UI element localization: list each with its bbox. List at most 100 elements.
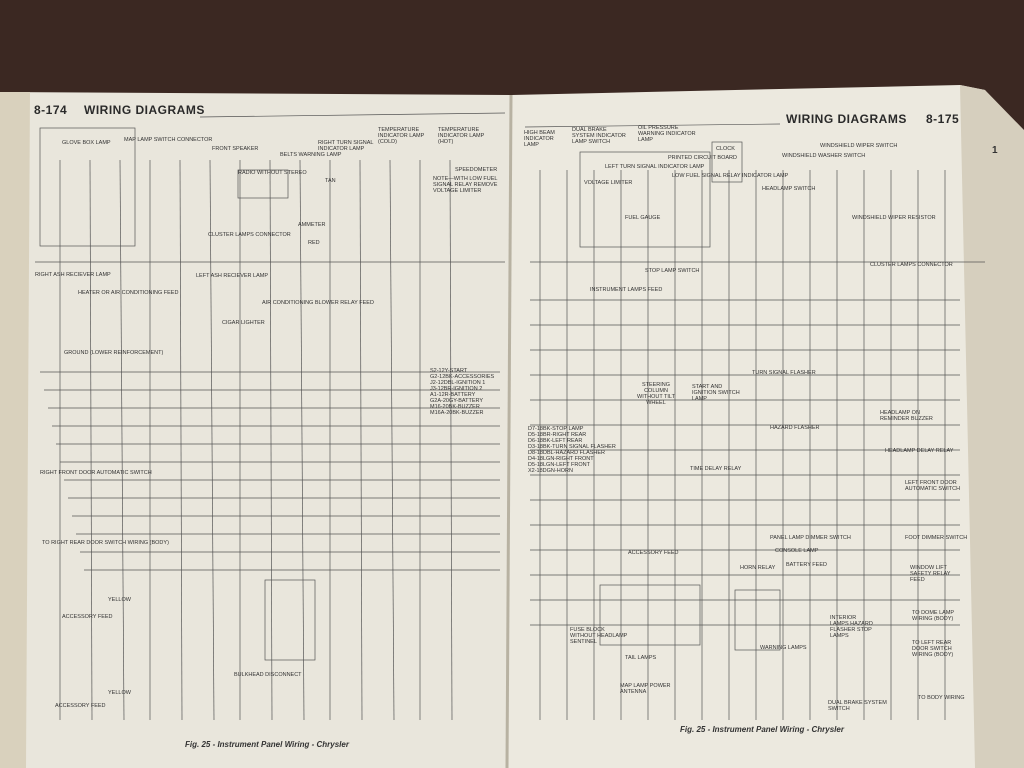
label-red: RED [308, 240, 320, 246]
wire-label: G2-12BK-ACCESSORIES [430, 374, 495, 380]
label-ammeter: AMMETER [298, 222, 326, 228]
wire-label: D4-18LGN-RIGHT FRONT [528, 456, 594, 462]
label-hazard-flasher: HAZARD FLASHER [770, 425, 820, 431]
wire-label: J3-12BR-IGNITION 2 [430, 386, 483, 392]
label-map-lamp-antenna: MAP LAMP POWER ANTENNA [620, 683, 671, 695]
label-headlamp-switch: HEADLAMP SWITCH [762, 186, 816, 192]
label-belts-warning: BELTS WARNING LAMP [280, 152, 342, 158]
label-left-front-door: LEFT FRONT DOOR AUTOMATIC SWITCH [905, 480, 961, 492]
left-page-edge [0, 92, 30, 768]
component-box [264, 579, 316, 661]
wire-label: J2-12DBL-IGNITION 1 [430, 380, 486, 386]
label-warning-lamps: WARNING LAMPS [760, 645, 807, 651]
label-speedometer: SPEEDOMETER [455, 167, 498, 173]
label-ignition-switch-lamp: START AND IGNITION SWITCH LAMP [692, 384, 740, 402]
wire [449, 159, 453, 721]
label-glove-box-lamp: GLOVE BOX LAMP [62, 140, 111, 146]
wire-label: D5-18BR-RIGHT REAR [528, 432, 587, 438]
component-box [711, 141, 743, 183]
label-heater-feed: HEATER OR AIR CONDITIONING FEED [78, 290, 179, 296]
label-dual-brake: DUAL BRAKE SYSTEM INDICATOR LAMP SWITCH [572, 127, 626, 145]
right-page [508, 85, 1024, 768]
label-ground: GROUND (LOWER REINFORCEMENT) [64, 350, 164, 356]
left-page [0, 92, 512, 768]
label-instrument-lamps-feed: INSTRUMENT LAMPS FEED [590, 287, 663, 293]
label-clock: CLOCK [716, 146, 735, 152]
label-cluster-connector-right: CLUSTER LAMPS CONNECTOR [870, 262, 953, 268]
label-tan: TAN [325, 178, 336, 184]
wire-label: X2-18DGN-HORN [528, 468, 573, 474]
label-bulkhead: BULKHEAD DISCONNECT [234, 672, 302, 678]
wire [199, 112, 506, 118]
component-box [599, 584, 701, 646]
label-pcb: PRINTED CIRCUIT BOARD [668, 155, 737, 161]
label-turn-flasher: TURN SIGNAL FLASHER [752, 370, 816, 376]
label-foot-dimmer: FOOT DIMMER SWITCH [905, 535, 968, 541]
wire-label: A1-12R-BATTERY [430, 392, 476, 398]
label-left-turn-indicator: LEFT TURN SIGNAL INDICATOR LAMP [605, 164, 705, 170]
label-dual-brake-switch: DUAL BRAKE SYSTEM SWITCH [828, 700, 887, 712]
label-battery-feed: BATTERY FEED [786, 562, 827, 568]
wire-label: D3-18BK-TURN SIGNAL FLASHER [528, 444, 616, 450]
label-temp-cold: TEMPERATURE INDICATOR LAMP (COLD) [378, 127, 425, 145]
label-accessory-feed-2: ACCESSORY FEED [55, 703, 106, 709]
right-section-title: WIRING DIAGRAMS [786, 112, 907, 126]
label-right-front-door: RIGHT FRONT DOOR AUTOMATIC SWITCH [40, 470, 152, 476]
wire [209, 159, 215, 721]
label-temp-hot: TEMPERATURE INDICATOR LAMP (HOT) [438, 127, 485, 145]
wire [299, 159, 305, 721]
label-time-delay-relay: TIME DELAY RELAY [690, 466, 742, 472]
label-voltage-limiter: VOLTAGE LIMITER [584, 180, 633, 186]
wire-label: S2-12Y-START [430, 368, 468, 374]
wire [119, 159, 125, 721]
label-horn-relay: HORN RELAY [740, 565, 776, 571]
right-page-number: 8-175 [926, 112, 960, 126]
wire-label: G2A-20GY-BATTERY [430, 398, 484, 404]
left-page-number: 8-174 [34, 103, 68, 117]
right-caption: Fig. 25 - Instrument Panel Wiring - Chry… [680, 725, 844, 734]
left-caption: Fig. 25 - Instrument Panel Wiring - Chry… [185, 740, 349, 749]
wire-label: M16A-20BK-BUZZER [430, 410, 484, 416]
component-box [579, 151, 711, 248]
label-stop-lamp-switch: STOP LAMP SWITCH [645, 268, 700, 274]
edge-marker: 1 [992, 145, 998, 156]
wire [89, 159, 93, 721]
label-left-ash: LEFT ASH RECIEVER LAMP [196, 273, 269, 279]
label-front-speaker: FRONT SPEAKER [212, 146, 259, 152]
label-washer-switch: WINDSHIELD WASHER SWITCH [782, 153, 866, 159]
label-cluster-connector: CLUSTER LAMPS CONNECTOR [208, 232, 291, 238]
wiring-lines [35, 112, 985, 721]
wire [359, 159, 363, 721]
wire-label: D6-18BK-LEFT REAR [528, 438, 583, 444]
label-yellow-1: YELLOW [108, 597, 131, 603]
right-page-edge [960, 85, 1024, 768]
label-accessory-feed-right: ACCESSORY FEED [628, 550, 679, 556]
label-oil-pressure: OIL PRESSURE WARNING INDICATOR LAMP [638, 125, 696, 143]
wire [179, 159, 183, 721]
wire [269, 159, 273, 721]
label-interior-lamps: INTERIOR LAMPS HAZARD FLASHER STOP LAMPS [830, 615, 873, 639]
label-fuse-block: FUSE BLOCK WITHOUT HEADLAMP SENTINEL [570, 627, 628, 645]
label-panel-dimmer: PANEL LAMP DIMMER SWITCH [770, 535, 851, 541]
label-right-ash: RIGHT ASH RECIEVER LAMP [35, 272, 111, 278]
wire [524, 123, 781, 128]
wire-label: D8-18DBL-HAZARD FLASHER [528, 450, 606, 456]
label-to-left-rear-door: TO LEFT REAR DOOR SWITCH WIRING (BODY) [912, 640, 954, 658]
label-tail-lamps: TAIL LAMPS [625, 655, 657, 661]
label-headlamp-delay: HEADLAMP DELAY RELAY [885, 448, 954, 454]
label-low-fuel: LOW FUEL SIGNAL RELAY INDICATOR LAMP [672, 173, 789, 179]
label-console-lamp: CONSOLE LAMP [775, 548, 819, 554]
label-map-lamp-connector: MAP LAMP SWITCH CONNECTOR [124, 137, 213, 143]
label-high-beam: HIGH BEAM INDICATOR LAMP [524, 130, 555, 148]
wire [389, 159, 395, 721]
label-yellow-2: YELLOW [108, 690, 131, 696]
label-ac-blower: AIR CONDITIONING BLOWER RELAY FEED [262, 300, 374, 306]
label-headlamp-reminder: HEADLAMP ON REMINDER BUZZER [880, 410, 933, 422]
component-box [734, 589, 781, 651]
label-accessory-feed-1: ACCESSORY FEED [62, 614, 113, 620]
label-window-lift: WINDOW LIFT SAFETY RELAY FEED [910, 565, 951, 583]
component-box [39, 127, 136, 247]
component-box [237, 169, 289, 199]
